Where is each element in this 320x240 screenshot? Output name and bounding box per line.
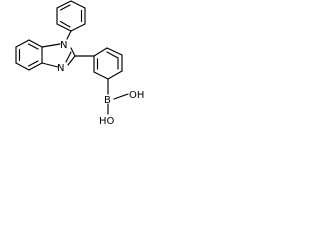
imidazole-ring [41, 43, 76, 68]
b-oh-top-bond [113, 93, 129, 100]
atom-b-label: B [104, 95, 111, 106]
chemical-structure: N N B OH HO [15, 0, 144, 127]
n-phenyl-ring [56, 0, 86, 32]
atom-n1-label: N [60, 40, 67, 51]
atom-ho-bottom-label: HO [99, 116, 115, 127]
n-phenyl-bond [66, 30, 72, 40]
atom-oh-top-label: OH [129, 90, 144, 101]
boronic-phenyl-ring [93, 47, 123, 80]
atom-n3-label: N [57, 63, 64, 74]
benzimidazole-benzene-ring [15, 39, 43, 71]
